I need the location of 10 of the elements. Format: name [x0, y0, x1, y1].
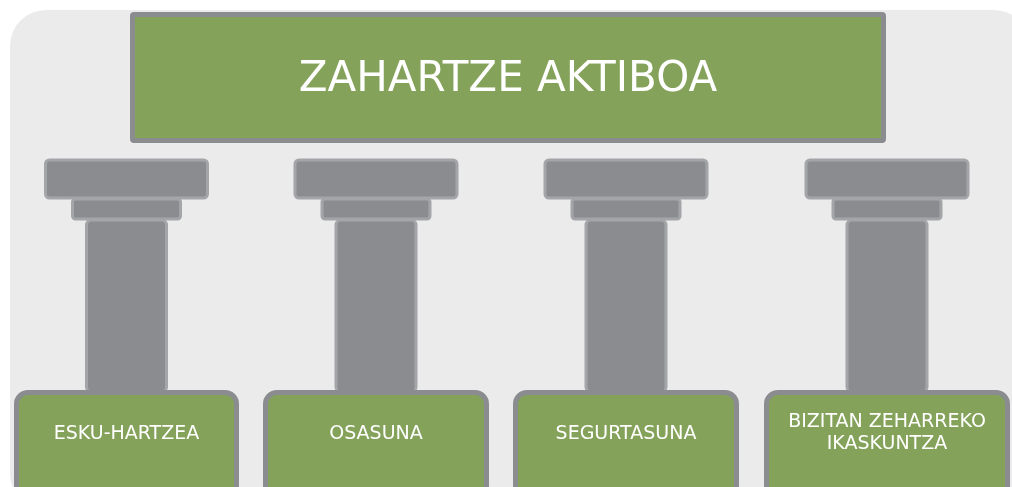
pillar-base-box	[764, 390, 1010, 487]
box-label: ZAHARTZE AKTIBOA	[298, 52, 718, 103]
box-label: OSASUNA	[329, 420, 423, 444]
title-box	[130, 12, 886, 143]
pillar-base-box	[513, 390, 739, 487]
box-label: BIZITAN ZEHARREKO IKASKUNTZA	[787, 410, 987, 454]
pillar-base-box	[263, 390, 489, 487]
pillar-base-box	[14, 390, 239, 487]
box-label: SEGURTASUNA	[555, 420, 697, 444]
box-label: ESKU-HARTZEA	[53, 420, 200, 444]
